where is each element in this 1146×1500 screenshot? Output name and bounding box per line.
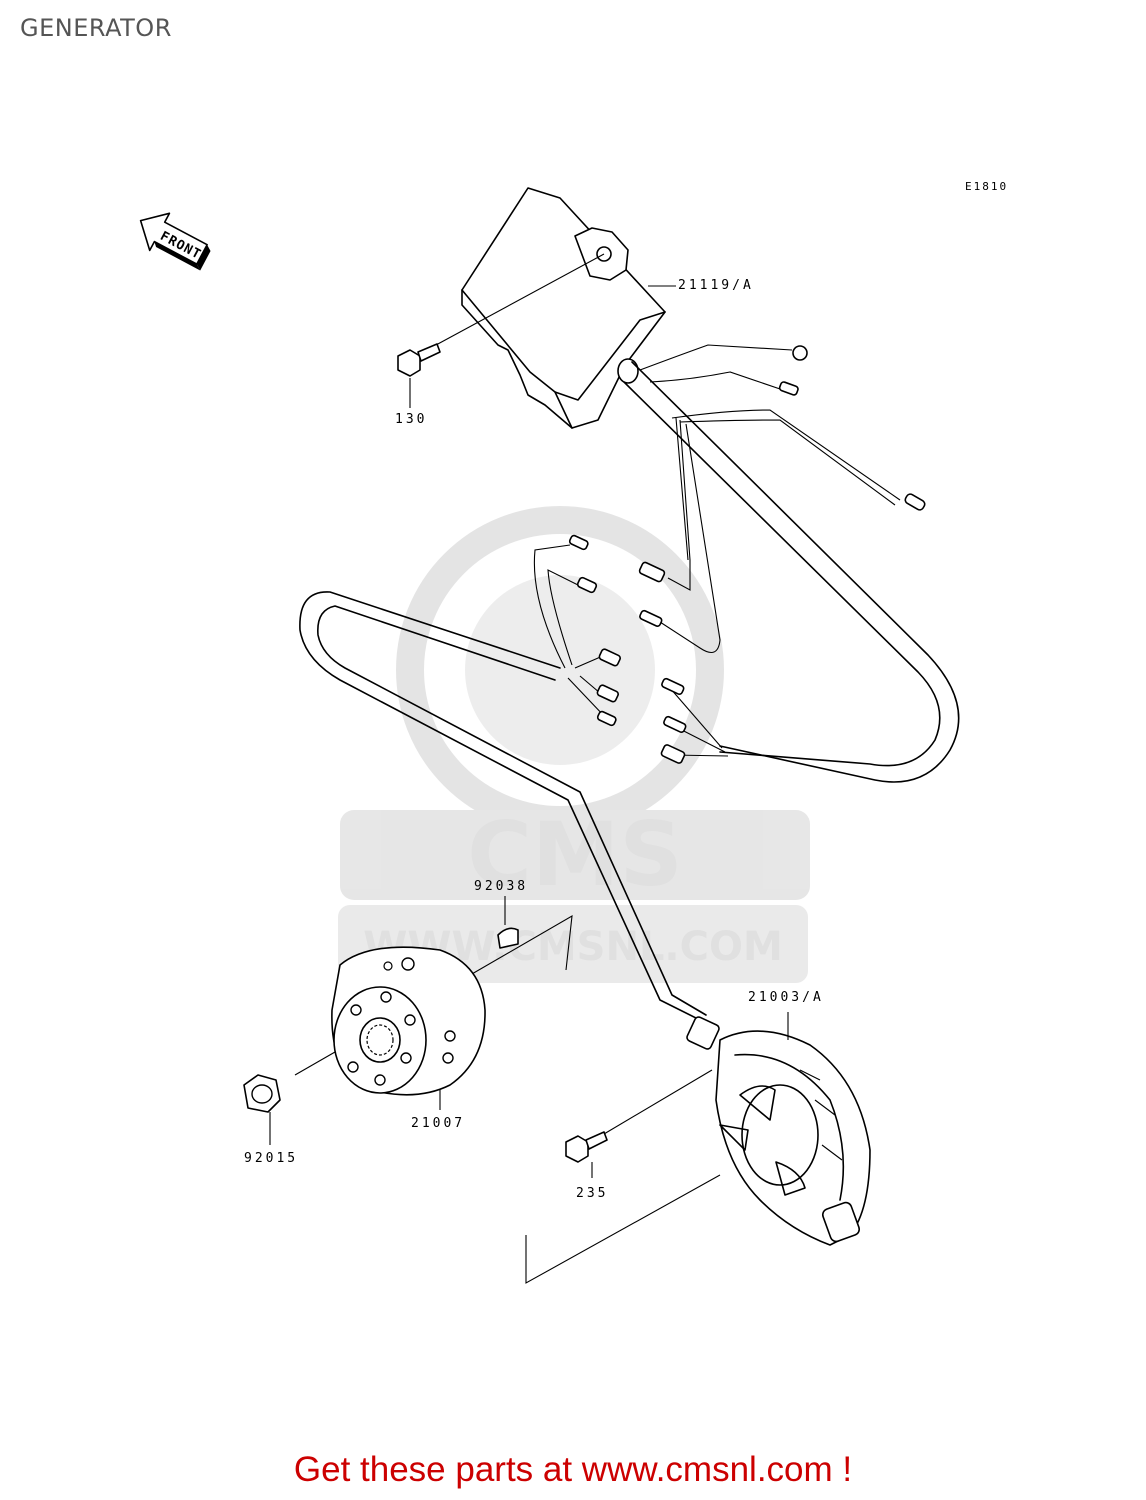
cdi-unit-21119: [435, 187, 666, 429]
watermark-logo: CMS WWW.CMSNL.COM: [338, 506, 810, 983]
watermark-brand: CMS: [467, 803, 683, 906]
page-title: GENERATOR: [20, 14, 172, 42]
wire-terminals: [568, 345, 926, 764]
flywheel-rotor-21007: [294, 946, 486, 1096]
assembly-centerline: [525, 1174, 721, 1284]
label-130: 130: [395, 412, 427, 427]
nut-92015: [243, 1074, 281, 1145]
front-direction-arrow-icon: FRONT: [139, 212, 211, 271]
label-21003: 21003/A: [748, 990, 824, 1005]
buy-parts-link[interactable]: Get these parts at www.cmsnl.com !: [293, 1450, 853, 1489]
label-92038: 92038: [474, 879, 528, 894]
woodruff-key-92038: [464, 914, 573, 979]
label-92015: 92015: [244, 1151, 298, 1166]
label-21119: 21119/A: [678, 278, 754, 293]
wiring-harness: [299, 344, 960, 1021]
label-21007: 21007: [411, 1116, 465, 1131]
bolt-235: [565, 1069, 713, 1178]
label-235: 235: [576, 1186, 608, 1201]
bolt-130: [397, 343, 441, 377]
diagram-ref-code: E1810: [965, 180, 1008, 193]
stator-21003: [686, 1012, 871, 1246]
